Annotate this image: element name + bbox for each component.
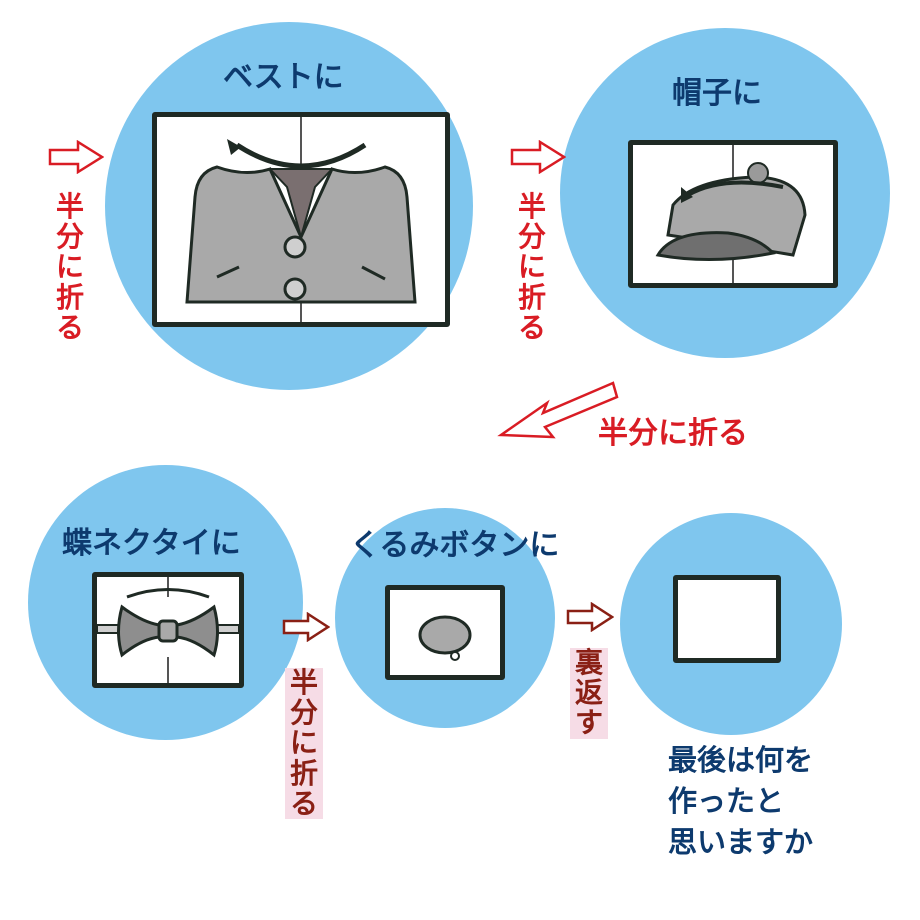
fold-half-label: 半 分 に 折 る: [285, 667, 323, 820]
question-line: 思いますか: [668, 825, 814, 860]
vest-card: [152, 112, 450, 327]
fold-half-label: 半 分 に 折 る: [55, 190, 84, 344]
question-text: 最後は何を 作ったと 思いますか: [668, 740, 813, 864]
fold-half-label: 半 分 に 折 る: [517, 190, 546, 344]
arrow-right-icon: [510, 140, 566, 174]
arrow-right-icon: [566, 602, 614, 632]
arrow-right-icon: [48, 140, 104, 174]
arrow-diagonal-icon: [497, 381, 619, 439]
blank-card: [673, 575, 781, 663]
question-line: 作ったと: [668, 784, 785, 819]
fold-half-label-horizontal: 半分に折る: [598, 416, 748, 451]
button-card: [385, 585, 505, 680]
question-line: 最後は何を: [668, 743, 814, 777]
step-title-vest: ベストに: [223, 60, 344, 95]
step-title-bowtie: 蝶ネクタイに: [62, 526, 241, 561]
hat-card: [628, 140, 838, 288]
vest-illustration: [185, 117, 417, 322]
step-title-button: くるみボタンに: [350, 528, 560, 563]
covered-button-illustration: [418, 615, 472, 661]
arrow-right-icon: [282, 612, 330, 642]
step-title-hat: 帽子に: [672, 76, 762, 111]
flip-over-label: 裏 返 す: [570, 647, 608, 739]
bowtie-card: [92, 572, 244, 688]
hat-illustration: [655, 145, 807, 283]
bowtie-illustration: [97, 577, 239, 683]
